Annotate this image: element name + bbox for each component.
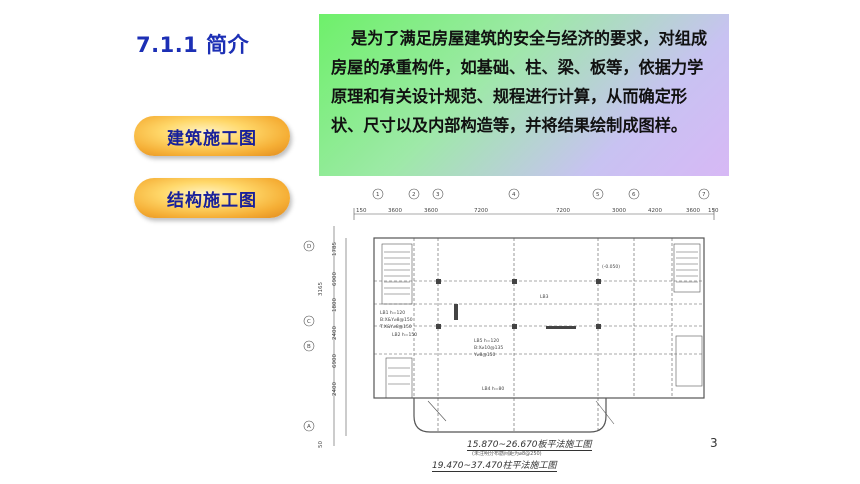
axis-top-7: 7 <box>702 192 706 198</box>
dim-top-2: 3600 <box>388 208 402 214</box>
dim-top-1: 150 <box>356 208 367 214</box>
dim-left-3: 1800 <box>332 298 338 312</box>
dim-top-8: 3600 <box>686 208 700 214</box>
axis-top-6: 6 <box>632 192 636 198</box>
beam-label-lb5: LB5 h=120 <box>474 338 499 344</box>
axis-top-1: 1 <box>376 192 380 198</box>
description-text: 是为了满足房屋建筑的安全与经济的要求，对组成房屋的承重构件，如基础、柱、梁、板等… <box>331 29 708 135</box>
axis-top-3: 3 <box>436 192 440 198</box>
dim-top-7: 4200 <box>648 208 662 214</box>
beam-label-lb3: LB3 <box>540 294 549 300</box>
axis-left-d: D <box>307 244 311 250</box>
axis-top-4: 4 <box>512 192 516 198</box>
dim-left-2: 6900 <box>332 272 338 286</box>
beam-label-lb1: LB1 h=120 <box>380 310 405 316</box>
architectural-drawing-button[interactable]: 建筑施工图 <box>134 116 290 156</box>
slide-title: 7.1.1 简介 <box>136 33 250 57</box>
dim-left-4: 2400 <box>332 326 338 340</box>
plan-caption-slab: 15.870~26.670板平法施工图 <box>467 437 592 451</box>
dim-left-1: 1785 <box>332 242 338 256</box>
structural-plan-drawing: 1 2 3 4 5 6 7 D C B A 150 3600 3600 7200… <box>303 188 719 448</box>
dim-left-5: 6900 <box>332 354 338 368</box>
axis-top-2: 2 <box>412 192 416 198</box>
dim-left-6: 2400 <box>332 382 338 396</box>
axis-top-5: 5 <box>596 192 600 198</box>
axis-left-a: A <box>307 424 311 430</box>
beam-label-lb4: LB4 h=80 <box>482 386 504 392</box>
beam-label-lb2: LB2 h=150 <box>392 332 417 338</box>
axis-left-b: B <box>307 344 311 350</box>
axis-left-c: C <box>307 319 311 325</box>
level-note: (-0.050) <box>602 264 620 270</box>
beam-label-lb1-t: T:X&Y⌀8@150 <box>379 324 412 330</box>
page-number: 3 <box>710 436 718 450</box>
beam-label-rebar-y: Y⌀8@150 <box>473 352 496 358</box>
dim-top-3: 3600 <box>424 208 438 214</box>
beam-label-rebar-x: B:X⌀10@135 <box>474 345 503 351</box>
beam-label-lb1-b: B:X&Y⌀8@150 <box>380 317 413 323</box>
structural-drawing-button[interactable]: 结构施工图 <box>134 178 290 218</box>
dim-top-6: 3000 <box>612 208 626 214</box>
dim-top-4: 7200 <box>474 208 488 214</box>
plan-caption-slab-note: (未注明分布筋间距为⌀8@250) <box>472 451 542 457</box>
architectural-drawing-label: 建筑施工图 <box>167 128 257 149</box>
dim-top-5: 7200 <box>556 208 570 214</box>
dim-top-9: 150 <box>708 208 719 214</box>
dim-left-8: 50 <box>318 441 324 448</box>
plan-caption-column: 19.470~37.470柱平法施工图 <box>432 458 557 472</box>
dim-left-7: 3165 <box>318 282 324 296</box>
description-textbox: 是为了满足房屋建筑的安全与经济的要求，对组成房屋的承重构件，如基础、柱、梁、板等… <box>319 14 729 176</box>
structural-drawing-label: 结构施工图 <box>167 190 257 211</box>
